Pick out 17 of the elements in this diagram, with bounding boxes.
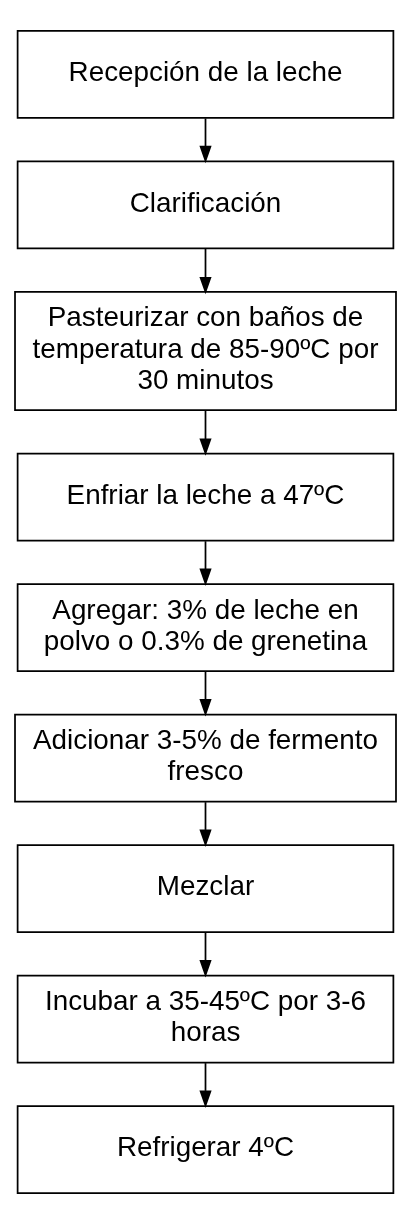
node-box: Recepción de la leche bbox=[16, 30, 395, 119]
arrow bbox=[199, 540, 212, 586]
node-box: Enfriar la leche a 47ºC bbox=[16, 452, 395, 542]
arrow bbox=[199, 117, 212, 164]
arrow bbox=[199, 1062, 212, 1108]
node-box: Agregar: 3% de leche en polvo o 0.3% de grenetina bbox=[16, 583, 395, 672]
arrow bbox=[199, 931, 212, 978]
arrow bbox=[199, 801, 212, 847]
arrow bbox=[199, 670, 212, 717]
node-box: Refrigerar 4ºC bbox=[16, 1105, 395, 1194]
node-box: Pasteurizar con baños de temperatura de 85-90ºC por 30 minutos bbox=[14, 291, 397, 412]
node-box: Mezclar bbox=[16, 844, 395, 933]
node-box: Adicionar 3-5% de fermento fresco bbox=[14, 713, 397, 803]
node-box: Incubar a 35-45ºC por 3-6 horas bbox=[16, 974, 395, 1064]
arrow bbox=[199, 247, 212, 295]
arrow bbox=[199, 409, 212, 456]
node-box: Clarificación bbox=[16, 160, 395, 250]
